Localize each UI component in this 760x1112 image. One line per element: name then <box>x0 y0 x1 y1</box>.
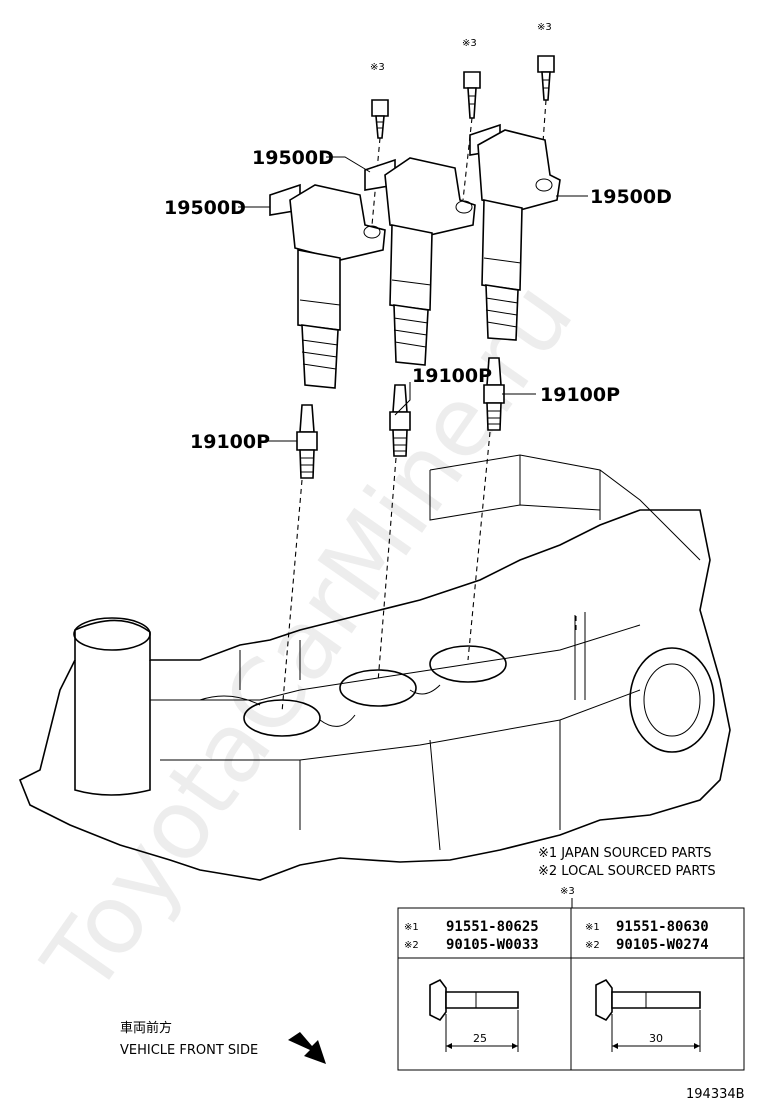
spark-plug-middle <box>389 384 411 457</box>
bolt-marker-3: ※3 <box>537 22 552 33</box>
ignition-coil-right <box>469 123 561 341</box>
callout-coil-left: 19500D <box>164 197 246 219</box>
installation-guide-lines <box>281 99 577 713</box>
bolt-table-marker: ※3 <box>560 886 575 897</box>
bolt-marker-1: ※3 <box>370 62 385 73</box>
callout-plug-left: 19100P <box>190 431 270 453</box>
vehicle-front-jp: 車両前方 <box>120 1020 172 1036</box>
callout-coil-right: 19500D <box>590 186 672 208</box>
callout-plug-right: 19100P <box>540 384 620 406</box>
legend-local-sourced: ※2 LOCAL SOURCED PARTS <box>538 864 716 879</box>
table-right-marker-1: ※1 <box>585 922 600 933</box>
vehicle-front-en: VEHICLE FRONT SIDE <box>120 1043 258 1058</box>
table-left-marker-1: ※1 <box>404 922 419 933</box>
ignition-coil-middle <box>364 157 476 366</box>
figure-id: 194334B <box>686 1087 745 1102</box>
bolt-length-30: 30 <box>649 1032 663 1045</box>
callout-leaders <box>238 156 588 442</box>
coil-bolt-2 <box>463 71 481 119</box>
table-right-pn-japan: 91551-80630 <box>616 919 709 935</box>
callout-coil-top: 19500D <box>252 147 334 169</box>
cylinder-head <box>18 454 731 881</box>
flange-bolt-25mm <box>429 978 519 1052</box>
callout-plug-middle: 19100P <box>412 365 492 387</box>
table-right-marker-2: ※2 <box>585 940 600 951</box>
spark-plug-right <box>483 357 505 431</box>
ignition-coil-left <box>269 183 386 389</box>
bolt-length-25: 25 <box>473 1032 487 1045</box>
legend-japan-sourced: ※1 JAPAN SOURCED PARTS <box>538 846 712 861</box>
bolt-table <box>397 907 745 1071</box>
bolt-marker-2: ※3 <box>462 38 477 49</box>
table-left-pn-local: 90105-W0033 <box>446 937 539 953</box>
coil-bolt-1 <box>371 99 389 139</box>
front-direction-arrow-icon <box>288 1032 326 1064</box>
table-left-marker-2: ※2 <box>404 940 419 951</box>
flange-bolt-30mm <box>595 978 701 1052</box>
table-right-pn-local: 90105-W0274 <box>616 937 709 953</box>
coil-bolt-3 <box>537 55 555 101</box>
table-left-pn-japan: 91551-80625 <box>446 919 539 935</box>
spark-plug-left <box>296 404 318 479</box>
